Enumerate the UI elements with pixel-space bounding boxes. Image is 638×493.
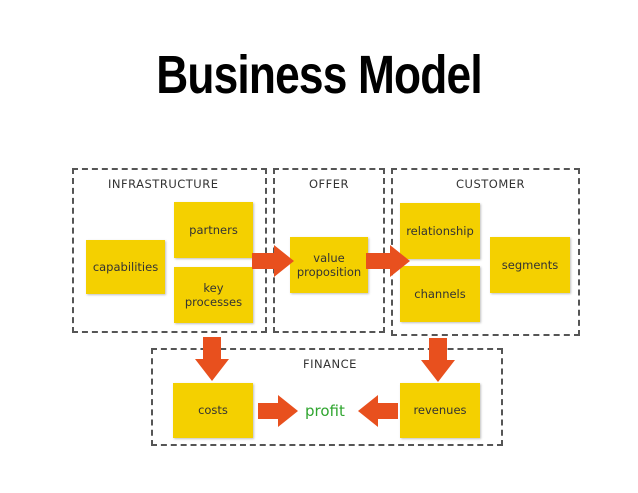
customer-label: CUSTOMER [456,177,526,191]
finance-group [151,348,503,446]
channels-box: channels [400,266,480,322]
arrow-offer-to-customer [366,245,410,277]
arrow-infrastructure-to-finance [195,337,229,381]
finance-label: FINANCE [303,357,357,371]
offer-label: OFFER [309,177,350,191]
page-title: Business Model [156,45,482,105]
arrow-revenues-to-profit [358,395,398,427]
capabilities-box: capabilities [86,240,165,294]
infrastructure-group [72,168,267,333]
relationship-box: relationship [400,203,480,259]
arrow-customer-to-finance [421,338,455,382]
profit-label: profit [305,402,345,420]
value-proposition-box: value proposition [290,237,368,293]
key-processes-box: key processes [174,267,253,323]
partners-box: partners [174,202,253,258]
infrastructure-label: INFRASTRUCTURE [108,177,219,191]
costs-box: costs [173,383,253,438]
segments-box: segments [490,237,570,293]
arrow-costs-to-profit [258,395,298,427]
revenues-box: revenues [400,383,480,438]
arrow-infrastructure-to-offer [252,245,294,277]
